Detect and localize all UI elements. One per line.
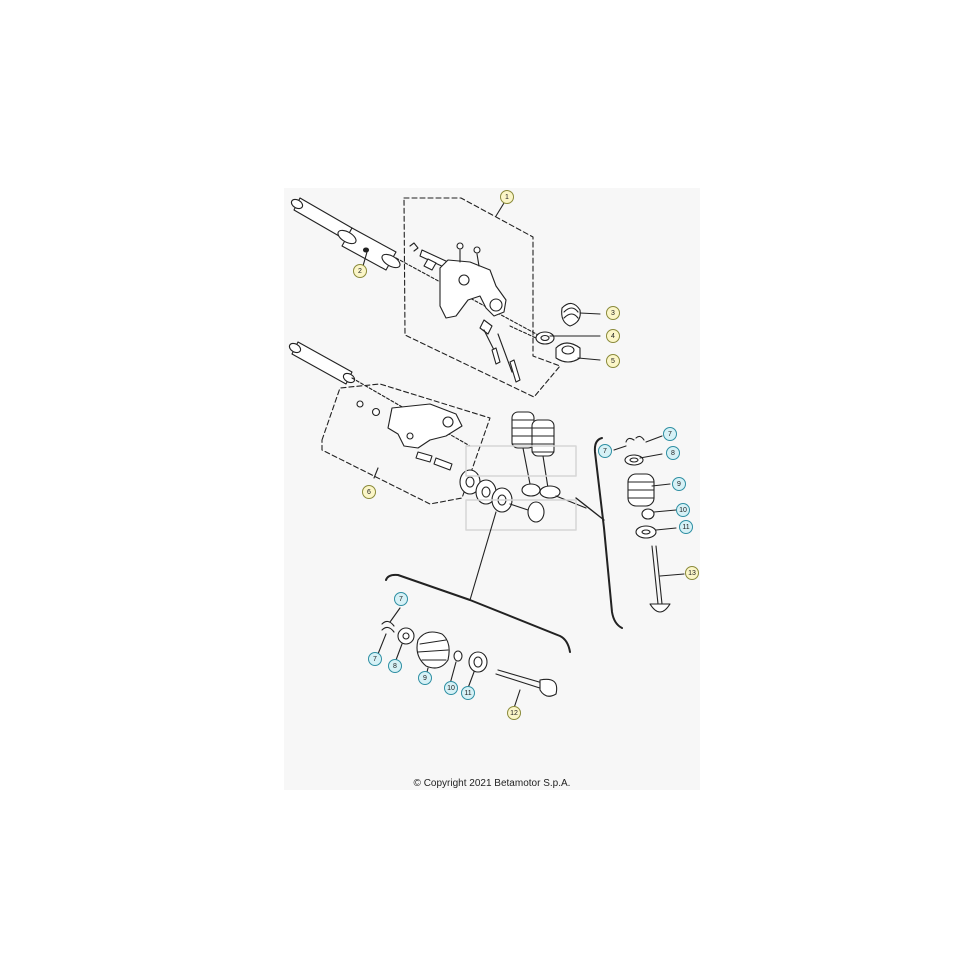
- callout-5: 5: [606, 354, 620, 368]
- callout-10: 10: [676, 503, 690, 517]
- lower-rocker-shaft: [288, 341, 471, 447]
- callout-label: 2: [358, 268, 362, 275]
- center-intake-springs: [459, 469, 545, 523]
- callout-circle: [666, 446, 680, 460]
- callout-circle: [388, 659, 402, 673]
- callout-7: 7: [598, 444, 612, 458]
- callout-label: 7: [373, 656, 377, 663]
- callout-7: 7: [394, 592, 408, 606]
- callout-circle: [368, 652, 382, 666]
- lower-valve-stack: [377, 607, 558, 709]
- assembly-group-1-outline: [403, 197, 561, 398]
- callout-circle: [500, 190, 514, 204]
- bracket-to-lower-detail: [469, 511, 497, 601]
- callout-circle: [679, 520, 693, 534]
- callout-circle: [663, 427, 677, 441]
- callout-7: 7: [663, 427, 677, 441]
- callout-circle: [394, 592, 408, 606]
- callout-label: 10: [679, 507, 687, 514]
- lower-detail-bracket: [385, 573, 571, 653]
- callout-label: 6: [367, 489, 371, 496]
- callout-8: 8: [666, 446, 680, 460]
- callout-label: 10: [447, 685, 455, 692]
- faint-watermark-mark: [465, 445, 577, 531]
- callout-label: 5: [611, 358, 615, 365]
- callout-circle: [418, 671, 432, 685]
- callout-8: 8: [388, 659, 402, 673]
- assembly-group-6-outline: [321, 383, 491, 505]
- callout-label: 11: [682, 524, 689, 531]
- callout-label: 9: [423, 675, 427, 682]
- callout-label: 8: [393, 663, 397, 670]
- callout-9: 9: [672, 477, 686, 491]
- callout-label: 7: [399, 596, 403, 603]
- callout-6: 6: [362, 485, 376, 499]
- callout-label: 7: [603, 448, 607, 455]
- callout-circle: [507, 706, 521, 720]
- callout-label: 1: [505, 194, 509, 201]
- callout-circle: [606, 329, 620, 343]
- callout-label: 13: [688, 570, 696, 577]
- callout-circle: [444, 681, 458, 695]
- spring-washer-ring-parts: [535, 302, 601, 363]
- callout-label: 3: [611, 310, 615, 317]
- callout-circle: [598, 444, 612, 458]
- right-detail-bracket: [593, 437, 623, 629]
- callout-circle: [353, 264, 367, 278]
- callout-12: 12: [507, 706, 521, 720]
- callout-2: 2: [353, 264, 367, 278]
- callout-circle: [606, 354, 620, 368]
- callout-13: 13: [685, 566, 699, 580]
- right-valve-stack: [613, 435, 685, 613]
- callout-label: 9: [677, 481, 681, 488]
- callout-1: 1: [500, 190, 514, 204]
- callout-4: 4: [606, 329, 620, 343]
- callout-3: 3: [606, 306, 620, 320]
- callout-circle: [676, 503, 690, 517]
- upper-rocker-shaft: [290, 197, 541, 337]
- callout-7: 7: [368, 652, 382, 666]
- callout-circle: [685, 566, 699, 580]
- callout-9: 9: [418, 671, 432, 685]
- callout-circle: [461, 686, 475, 700]
- callout-circle: [606, 306, 620, 320]
- callout-label: 4: [611, 333, 615, 340]
- callout-10: 10: [444, 681, 458, 695]
- callout-label: 7: [668, 431, 672, 438]
- callout-label: 11: [464, 690, 471, 697]
- callout-label: 8: [671, 450, 675, 457]
- copyright-notice: © Copyright 2021 Betamotor S.p.A.: [413, 778, 571, 789]
- lower-rocker-arm: [356, 400, 463, 471]
- callout-label: 12: [510, 710, 518, 717]
- callout-11: 11: [679, 520, 693, 534]
- callout-11: 11: [461, 686, 475, 700]
- callout-circle: [362, 485, 376, 499]
- center-valve-springs: [511, 411, 587, 509]
- callout-circle: [672, 477, 686, 491]
- upper-rocker-arm: [409, 242, 537, 383]
